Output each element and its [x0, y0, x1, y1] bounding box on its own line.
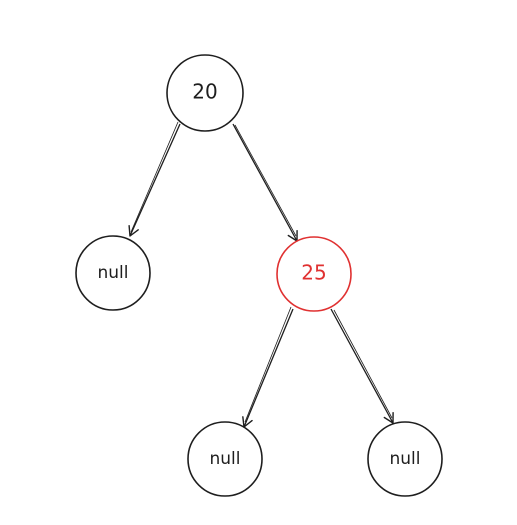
node-left-child-label: null [98, 263, 129, 283]
node-root: 20 [166, 54, 244, 132]
edge-right-to-right [330, 308, 394, 424]
node-right-child: 25 [276, 236, 352, 312]
node-right-left-child: null [187, 421, 263, 497]
edge-right-to-left-sketch [244, 306, 292, 423]
node-left-child: null [75, 235, 151, 311]
edge-root-to-left [128, 123, 181, 237]
edge-right-to-right-sketch [333, 309, 393, 419]
node-right-right-child: null [367, 421, 443, 497]
edges [128, 121, 394, 428]
node-root-circle [166, 54, 244, 132]
node-left-child-circle [75, 235, 151, 311]
node-root-label: 20 [192, 80, 217, 104]
node-right-left-child-circle [187, 421, 263, 497]
edge-root-to-right-sketch [234, 124, 297, 237]
edge-root-to-left-sketch [130, 121, 179, 233]
node-right-left-child-label: null [210, 449, 241, 469]
node-right-right-child-label: null [390, 449, 421, 469]
node-right-right-child-circle [367, 421, 443, 497]
edge-root-to-right [232, 123, 298, 242]
node-right-child-label: 25 [301, 261, 326, 285]
node-right-child-circle [276, 236, 352, 312]
edge-right-to-left [242, 308, 294, 428]
